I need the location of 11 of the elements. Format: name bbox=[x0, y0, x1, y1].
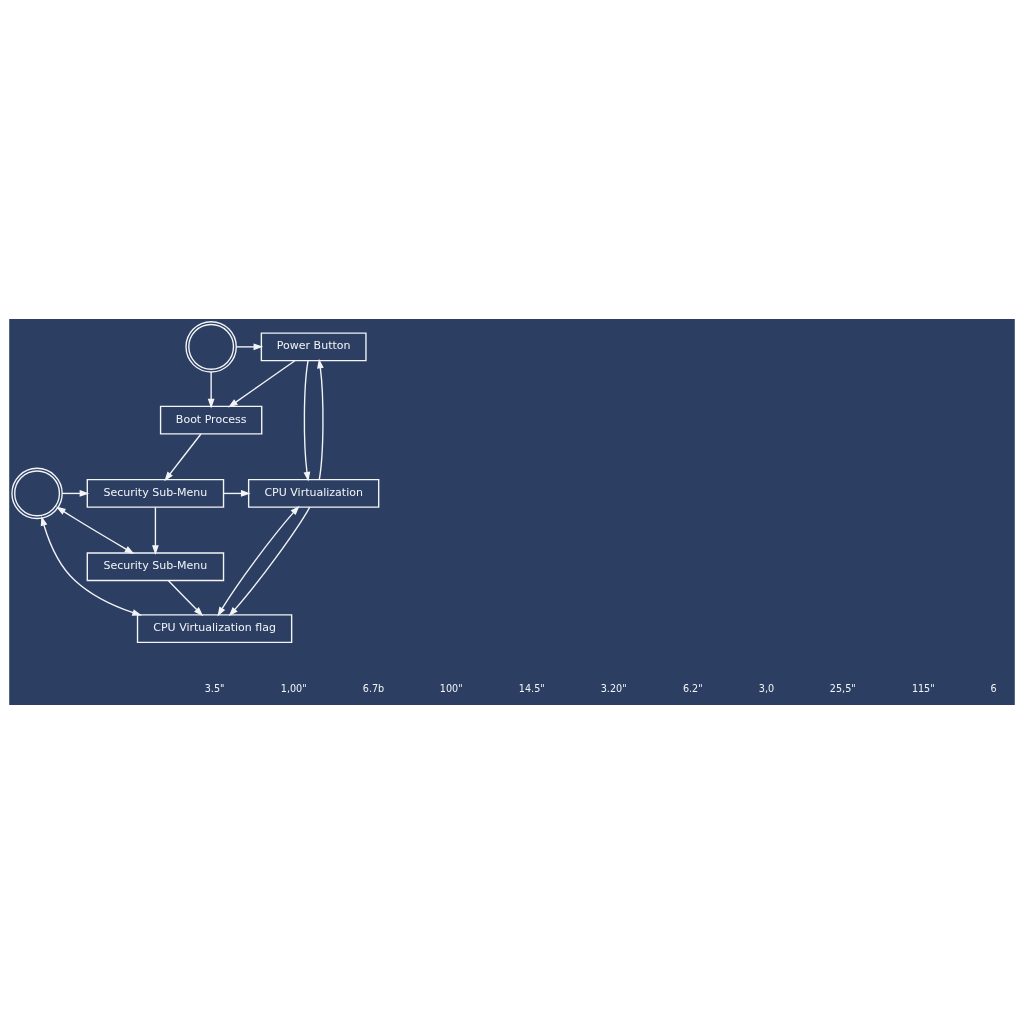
label: 14.5" bbox=[518, 683, 545, 695]
label: 6.2" bbox=[682, 683, 703, 695]
label: 25,5" bbox=[829, 683, 856, 695]
label: 6 bbox=[990, 683, 997, 695]
label: 3.5" bbox=[204, 683, 225, 695]
label: 100" bbox=[439, 683, 463, 695]
label: 115" bbox=[911, 683, 935, 695]
label: 3.20" bbox=[600, 683, 627, 695]
label: 6.7b bbox=[362, 683, 385, 695]
label: 3,0 bbox=[758, 683, 775, 695]
label: 1,00" bbox=[280, 683, 307, 695]
